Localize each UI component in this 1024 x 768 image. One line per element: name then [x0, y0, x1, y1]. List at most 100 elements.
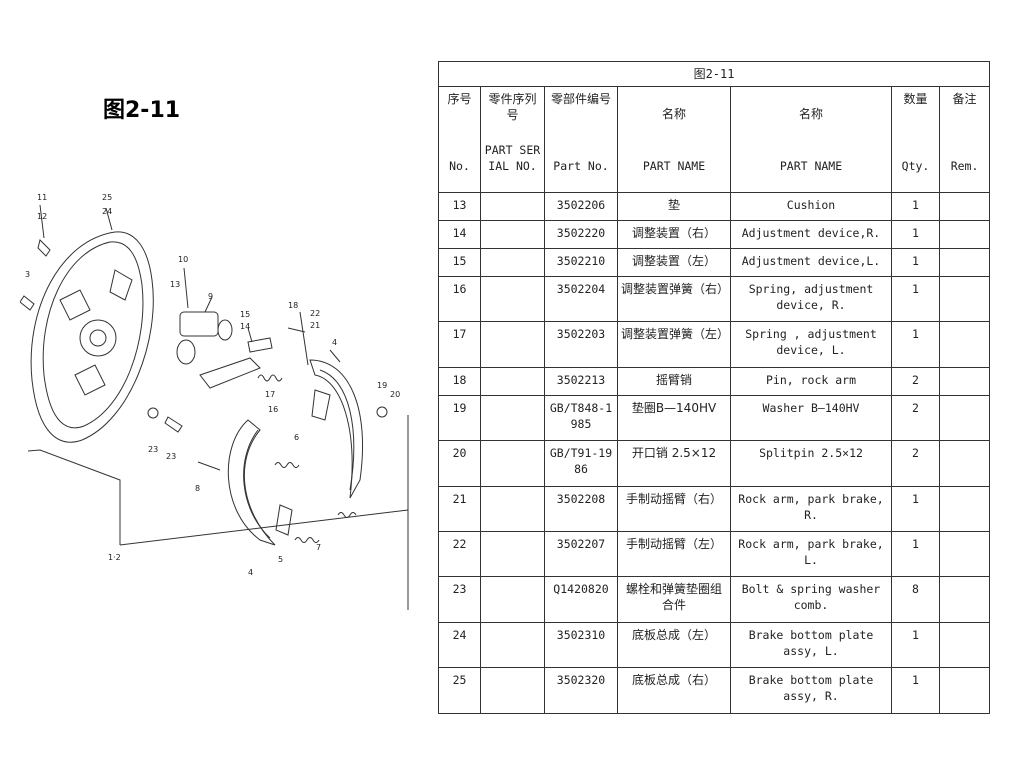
- cell-serial: [480, 394, 545, 442]
- callout-9: 9: [208, 292, 213, 301]
- cell-rem: [938, 220, 991, 249]
- cell-qty: 1: [891, 321, 940, 368]
- cell-name-zh: 手制动摇臂（右）: [617, 485, 731, 533]
- cell-part-no: 3502204: [544, 275, 618, 323]
- header-en-name-en: PART NAME: [730, 138, 892, 194]
- table-row: 25 3502320 底板总成（右） Brake bottom plate as…: [438, 667, 991, 714]
- cell-part-no: 3502213: [544, 366, 618, 396]
- cell-rem: [938, 667, 991, 714]
- table-row: 21 3502208 手制动摇臂（右） Rock arm, park brake…: [438, 485, 991, 533]
- cell-name-zh: 垫圈B—140HV: [617, 394, 731, 442]
- cell-name-zh: 调整装置弹簧（左）: [617, 321, 731, 368]
- callout-23-left: 23: [148, 445, 158, 454]
- cell-part-no: GB/T91-1986: [544, 440, 618, 487]
- cell-rem: [938, 275, 991, 323]
- cell-rem: [938, 621, 991, 669]
- cell-name-en: Spring , adjustment device, L.: [730, 321, 892, 368]
- callout-20: 20: [390, 390, 400, 399]
- cell-no: 15: [438, 247, 481, 277]
- brake-assembly-diagram: 11 12 3 25 24 10 13 9 15 14 18 22 21 4 1…: [20, 180, 415, 620]
- cell-qty: 2: [891, 366, 940, 396]
- cell-rem: [938, 321, 991, 368]
- cell-qty: 1: [891, 192, 940, 222]
- callout-5: 5: [278, 555, 283, 564]
- callout-6: 6: [294, 433, 299, 442]
- cell-name-en: Adjustment device,L.: [730, 247, 892, 277]
- cell-qty: 1: [891, 667, 940, 714]
- cell-name-zh: 调整装置弹簧（右）: [617, 275, 731, 323]
- callout-4-bottom: 4: [248, 568, 253, 577]
- cell-rem: [938, 394, 991, 442]
- cell-serial: [480, 275, 545, 323]
- callout-13: 13: [170, 280, 180, 289]
- cell-name-zh: 摇臂销: [617, 366, 731, 396]
- cell-name-zh: 调整装置（左）: [617, 247, 731, 277]
- cell-no: 18: [438, 366, 481, 396]
- callout-19: 19: [377, 381, 387, 390]
- table-row: 14 3502220 调整装置（右） Adjustment device,R. …: [438, 220, 991, 249]
- cell-name-en: Rock arm, park brake, L.: [730, 531, 892, 578]
- header-zh-qty: 数量: [891, 85, 940, 139]
- parts-table: 图2-11 序号 零件序列号 零部件编号 名称 名称 数量 备注 No. PAR…: [437, 61, 991, 714]
- cell-serial: [480, 366, 545, 396]
- table-row: 20 GB/T91-1986 开口销 2.5×12 Splitpin 2.5×1…: [438, 440, 991, 487]
- cell-part-no: GB/T848-1985: [544, 394, 618, 442]
- cell-name-en: Cushion: [730, 192, 892, 222]
- cell-qty: 1: [891, 247, 940, 277]
- table-row: 22 3502207 手制动摇臂（左） Rock arm, park brake…: [438, 531, 991, 578]
- header-en-qty: Qty.: [891, 138, 940, 194]
- callout-15: 15: [240, 310, 250, 319]
- cell-name-zh: 垫: [617, 192, 731, 222]
- table-row: 18 3502213 摇臂销 Pin, rock arm 2: [438, 366, 991, 396]
- cell-name-en: Splitpin 2.5×12: [730, 440, 892, 487]
- cell-name-en: Pin, rock arm: [730, 366, 892, 396]
- cell-name-en: Adjustment device,R.: [730, 220, 892, 249]
- callout-18: 18: [288, 301, 298, 310]
- cell-part-no: 3502207: [544, 531, 618, 578]
- cell-qty: 2: [891, 394, 940, 442]
- header-zh-serial: 零件序列号: [480, 85, 545, 139]
- cell-rem: [938, 192, 991, 222]
- cell-qty: 2: [891, 440, 940, 487]
- cell-part-no: 3502208: [544, 485, 618, 533]
- table-row: 19 GB/T848-1985 垫圈B—140HV Washer B—140HV…: [438, 394, 991, 442]
- cell-part-no: 3502203: [544, 321, 618, 368]
- callout-25: 25: [102, 193, 112, 202]
- callout-14: 14: [240, 322, 250, 331]
- cell-no: 17: [438, 321, 481, 368]
- cell-qty: 8: [891, 576, 940, 623]
- cell-part-no: 3502320: [544, 667, 618, 714]
- callout-24: 24: [102, 207, 112, 216]
- exploded-view-drawing: 11 12 3 25 24 10 13 9 15 14 18 22 21 4 1…: [20, 193, 409, 610]
- cell-no: 21: [438, 485, 481, 533]
- cell-part-no: Q1420820: [544, 576, 618, 623]
- cell-name-zh: 手制动摇臂（左）: [617, 531, 731, 578]
- brake-shoe-left: [227, 419, 276, 546]
- cell-name-en: Rock arm, park brake, R.: [730, 485, 892, 533]
- brake-shoe-right: [309, 359, 364, 499]
- cell-name-zh: 螺栓和弹簧垫圈组合件: [617, 576, 731, 623]
- cell-rem: [938, 576, 991, 623]
- cell-part-no: 3502310: [544, 621, 618, 669]
- cell-part-no: 3502206: [544, 192, 618, 222]
- cell-qty: 1: [891, 275, 940, 323]
- cell-name-zh: 底板总成（左）: [617, 621, 731, 669]
- cell-no: 13: [438, 192, 481, 222]
- header-en-no: No.: [438, 138, 481, 194]
- cell-name-en: Brake bottom plate assy, L.: [730, 621, 892, 669]
- header-zh-rem: 备注: [938, 85, 991, 139]
- cell-rem: [938, 247, 991, 277]
- cell-serial: [480, 440, 545, 487]
- table-row: 16 3502204 调整装置弹簧（右） Spring, adjustment …: [438, 275, 991, 323]
- callout-1-2: 1·2: [108, 553, 121, 562]
- cell-no: 19: [438, 394, 481, 442]
- header-zh-no: 序号: [438, 85, 481, 139]
- cell-rem: [938, 440, 991, 487]
- header-zh-part-no: 零部件编号: [544, 85, 618, 139]
- cell-no: 22: [438, 531, 481, 578]
- cell-no: 14: [438, 220, 481, 249]
- header-en-rem: Rem.: [938, 138, 991, 194]
- cell-serial: [480, 220, 545, 249]
- callout-21: 21: [310, 321, 320, 330]
- cell-no: 20: [438, 440, 481, 487]
